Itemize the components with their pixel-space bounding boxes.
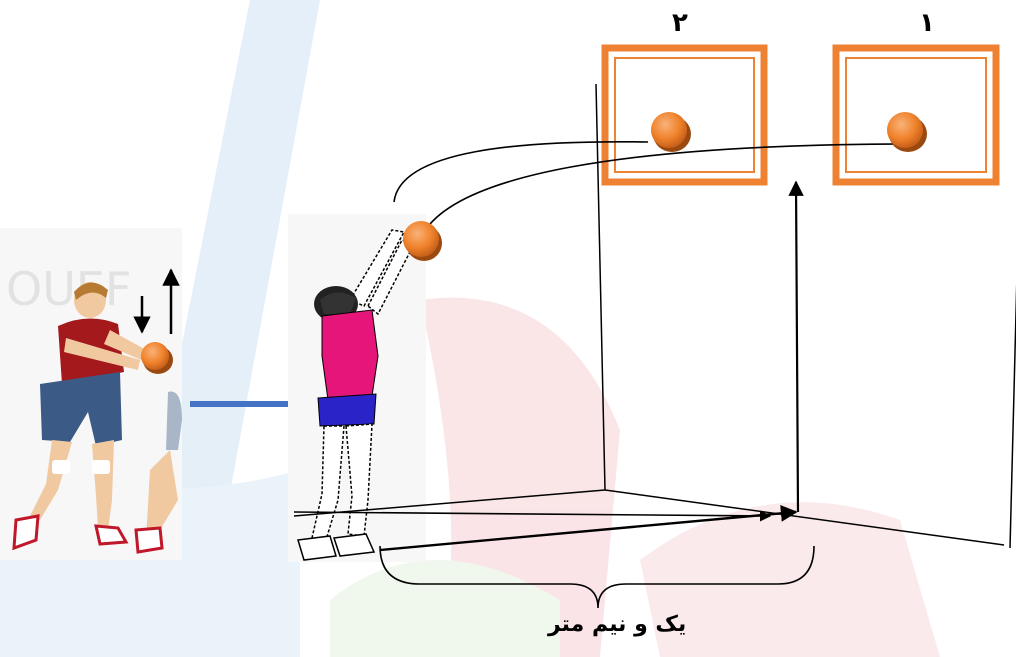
vertical-target-arrow [788,180,804,513]
player-right-figure [288,214,426,562]
player-left-figure: OUEF [0,228,182,560]
trajectory-to-target-1 [423,143,903,233]
ball-left-icon [141,342,173,374]
target-1-label: ۱ [919,8,935,38]
target-frame-2 [601,44,768,186]
ball-target-2-icon [651,112,691,152]
step-distance-arrow [379,505,798,552]
ball-setter-icon [403,221,442,261]
trajectory-to-target-2 [393,140,649,203]
ball-target-1-icon [887,112,927,152]
floor-distance-arrow [293,510,772,522]
target-frame-1 [832,44,1000,186]
distance-brace [379,545,815,609]
distance-label: یک و نیم متر [548,612,687,637]
svg-text:OUEF: OUEF [6,262,131,316]
target-2-label: ۲ [672,8,688,38]
